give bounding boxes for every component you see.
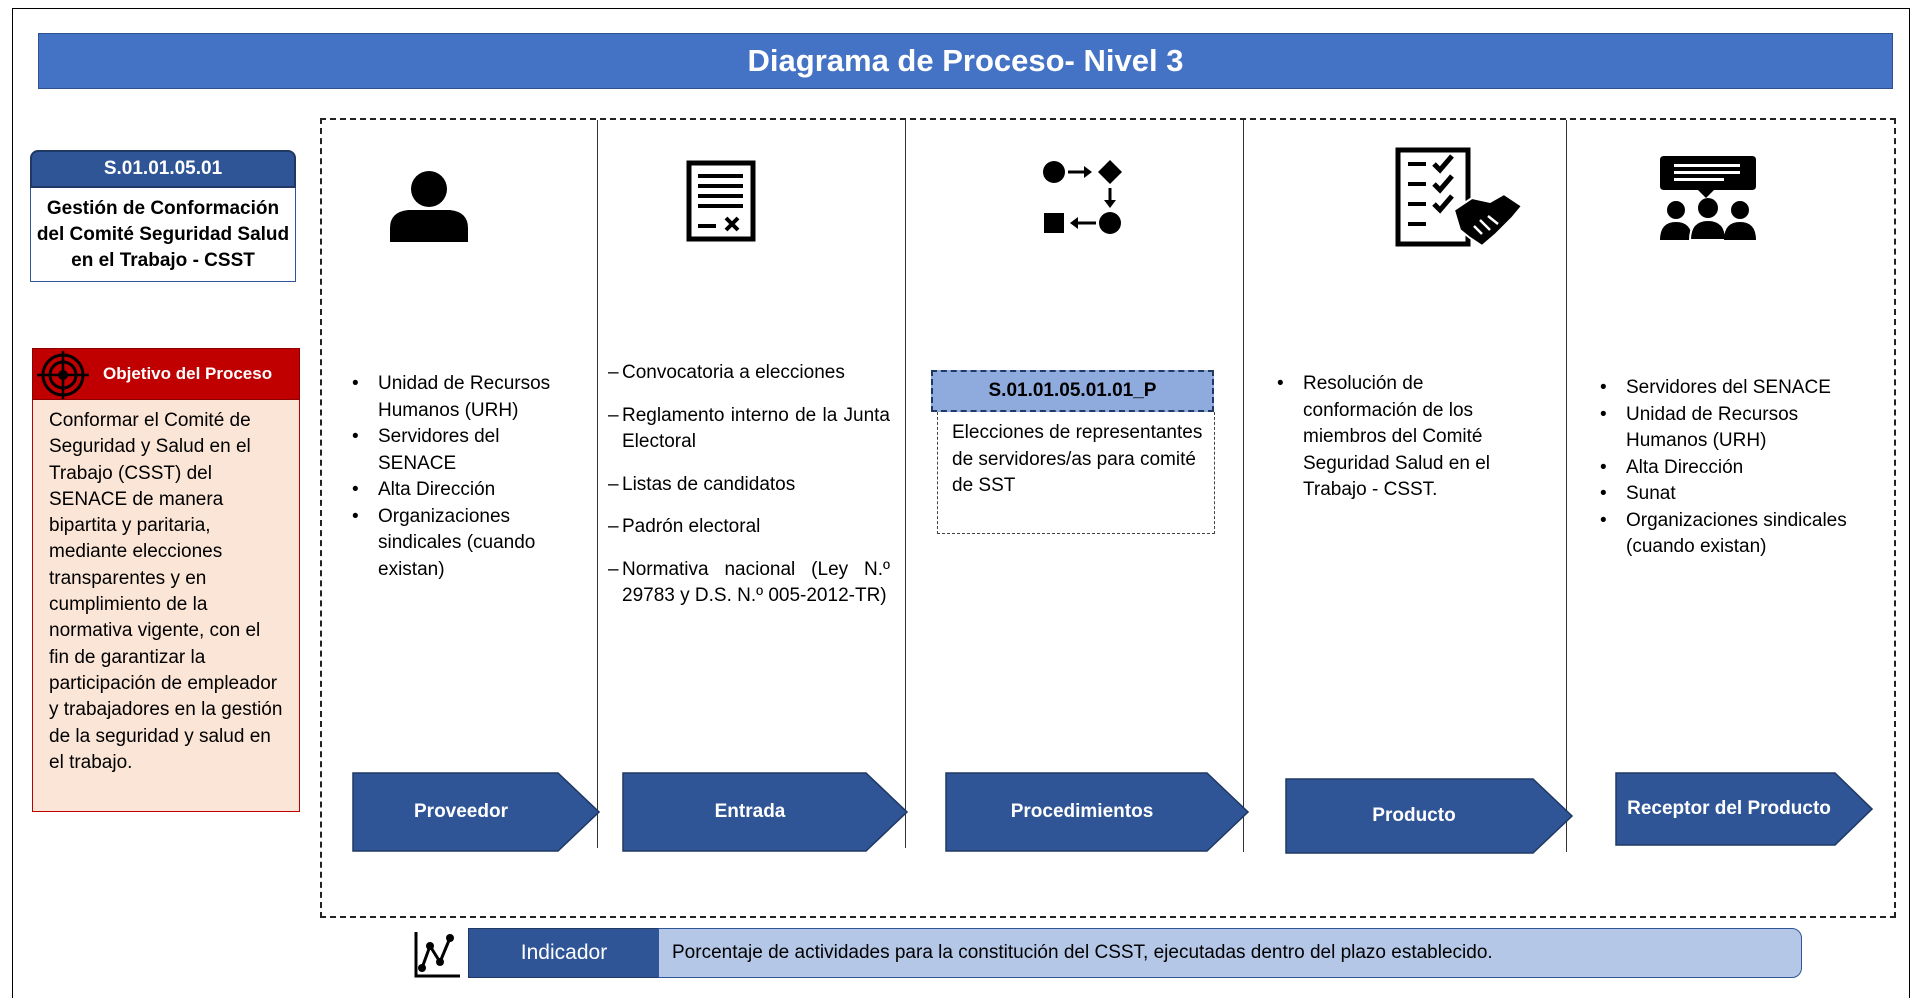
proveedor-arrow: Proveedor (352, 772, 600, 852)
document-icon (686, 160, 756, 242)
column-divider (1243, 120, 1245, 852)
procedure-code[interactable]: S.01.01.05.01.01_P (931, 370, 1214, 412)
process-code-card: S.01.01.05.01 Gestión de Conformación de… (30, 150, 296, 282)
page-title: Diagrama de Proceso- Nivel 3 (38, 33, 1893, 89)
procedure-description: Elecciones de representantes de servidor… (937, 412, 1215, 534)
indicator-text: Porcentaje de actividades para la consti… (658, 928, 1802, 978)
list-item: Padrón electoral (608, 514, 890, 541)
column-divider (597, 120, 599, 848)
objective-text: Conformar el Comité de Seguridad y Salud… (32, 400, 300, 812)
process-code: S.01.01.05.01 (30, 150, 296, 188)
process-diagram-box (320, 118, 1896, 918)
receptor-arrow: Receptor del Producto (1615, 772, 1873, 846)
chart-icon (414, 932, 460, 978)
receptor-list: Servidores del SENACE Unidad de Recursos… (1598, 375, 1868, 561)
proveedor-label: Proveedor (414, 801, 508, 822)
list-item: Normativa nacional (Ley N.º 29783 y D.S.… (608, 557, 890, 610)
indicator-label: Indicador (468, 928, 660, 978)
list-item: Servidores del SENACE (350, 424, 572, 477)
producto-list: Resolución de conformación de los miembr… (1275, 371, 1525, 504)
list-item: Unidad de Recursos Humanos (URH) (350, 371, 572, 424)
process-flow-icon (1043, 160, 1122, 234)
process-name: Gestión de Conformación del Comité Segur… (30, 188, 296, 282)
entrada-label: Entrada (714, 801, 786, 822)
entrada-list: Convocatoria a elecciones Reglamento int… (608, 360, 890, 626)
list-item: Unidad de Recursos Humanos (URH) (1598, 402, 1868, 455)
producto-arrow: Producto (1285, 778, 1573, 854)
list-item: Convocatoria a elecciones (608, 360, 890, 387)
entrada-arrow: Entrada (622, 772, 908, 852)
column-divider (905, 120, 907, 848)
list-item: Alta Dirección (1598, 455, 1868, 482)
objective-header-label: Objetivo del Proceso (103, 364, 273, 383)
meeting-group-icon (1660, 156, 1756, 241)
procedure-box: S.01.01.05.01.01_P Elecciones de represe… (931, 370, 1215, 534)
list-item: Reglamento interno de la Junta Electoral (608, 403, 890, 456)
procedimientos-arrow: Procedimientos (945, 772, 1249, 852)
list-item: Alta Dirección (350, 477, 572, 504)
procedimientos-label: Procedimientos (1010, 801, 1154, 822)
target-icon (37, 351, 89, 399)
objective-card: Objetivo del Proceso Conformar el Comité… (32, 348, 300, 812)
list-item: Organizaciones sindicales (cuando exista… (1598, 508, 1868, 561)
producto-label: Producto (1372, 805, 1456, 826)
receptor-label: Receptor del Producto (1627, 798, 1831, 819)
person-icon (390, 171, 468, 242)
proveedor-list: Unidad de Recursos Humanos (URH) Servido… (350, 371, 572, 583)
checklist-handshake-icon (1395, 147, 1524, 248)
objective-header: Objetivo del Proceso (32, 348, 300, 400)
page-frame (12, 8, 1910, 998)
list-item: Resolución de conformación de los miembr… (1275, 371, 1525, 504)
list-item: Organizaciones sindicales (cuando exista… (350, 504, 572, 584)
list-item: Listas de candidatos (608, 472, 890, 499)
list-item: Servidores del SENACE (1598, 375, 1868, 402)
column-divider (1566, 120, 1568, 852)
list-item: Sunat (1598, 481, 1868, 508)
